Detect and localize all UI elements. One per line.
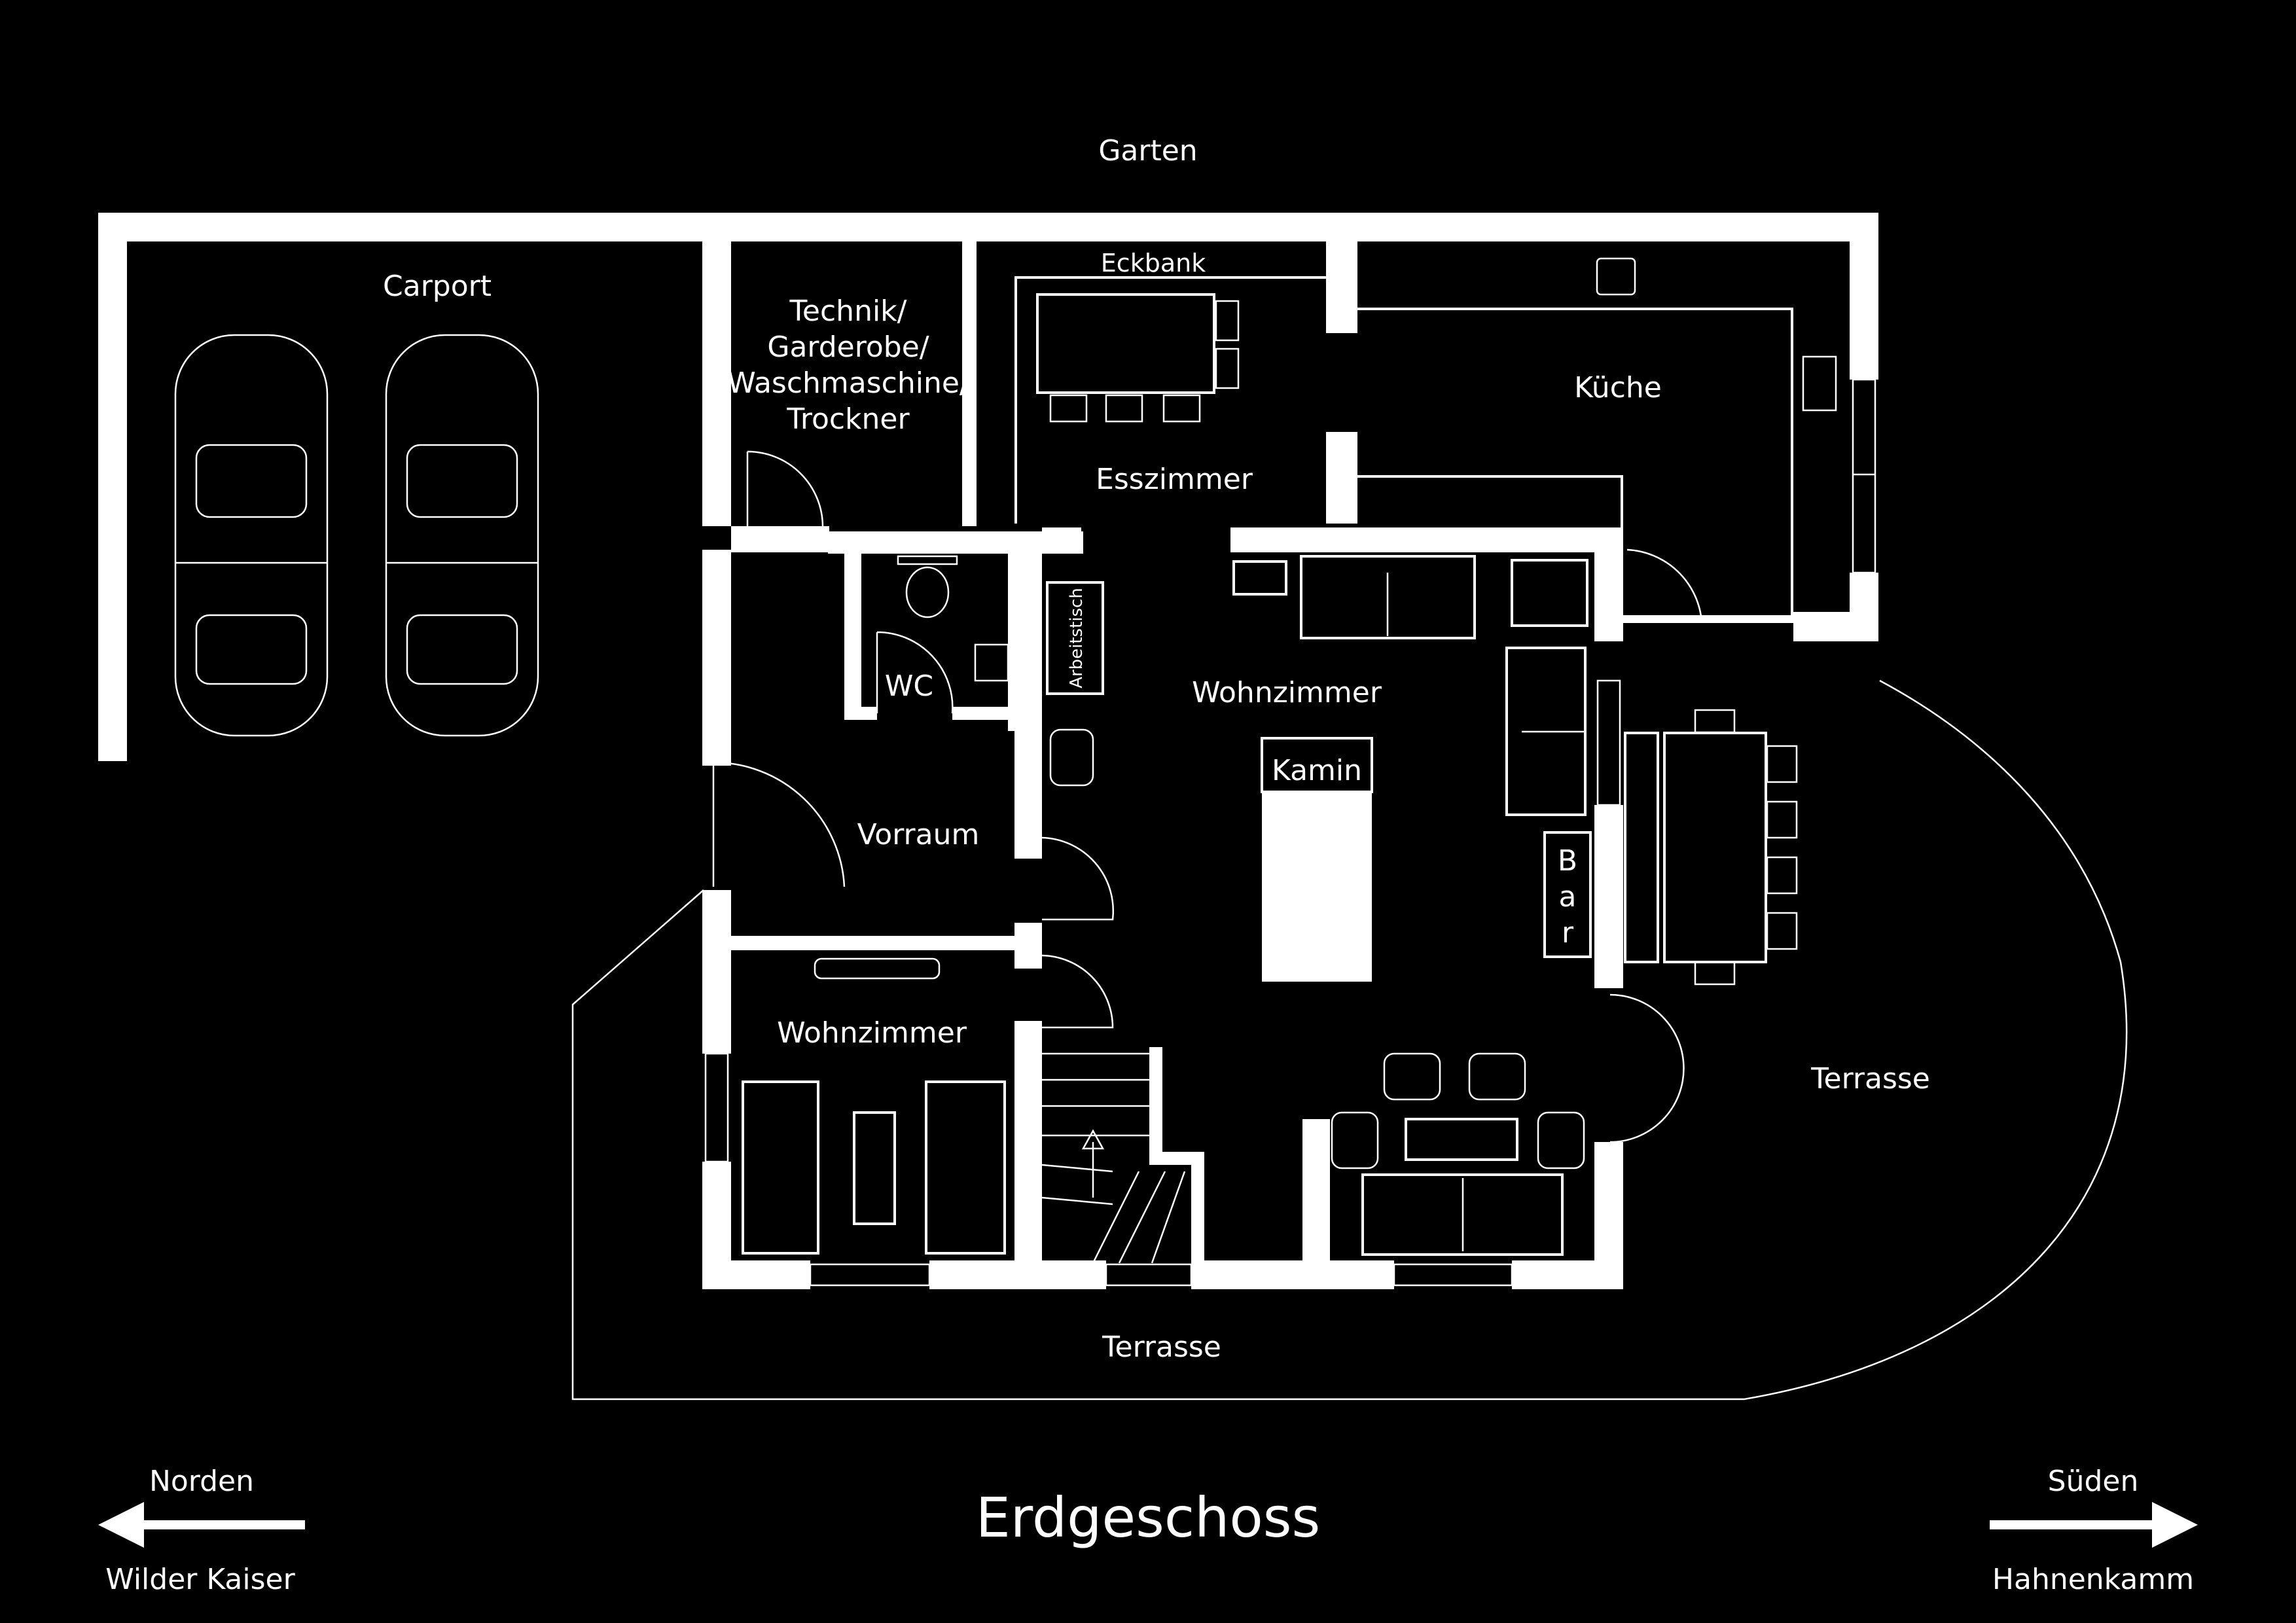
car-left-icon	[174, 334, 329, 737]
north-label: Norden	[149, 1465, 254, 1498]
label-technik-1: Technik/	[789, 294, 907, 328]
label-technik-2: Garderobe/	[767, 330, 929, 364]
floor-title: Erdgeschoss	[976, 1486, 1321, 1550]
label-vestibule: Vorraum	[857, 818, 980, 851]
interior-walls	[731, 241, 1793, 1289]
arrow-right-icon	[1990, 1502, 2198, 1548]
label-terrace-front: Terrasse	[1102, 1330, 1221, 1364]
north-view: Wilder Kaiser	[105, 1563, 295, 1596]
stair-arrow-icon	[1081, 1129, 1105, 1150]
label-bar-1: B	[1558, 844, 1577, 878]
armchair-icon	[1049, 728, 1094, 787]
label-workbench: Arbeitstisch	[1067, 588, 1086, 688]
label-bar-3: r	[1562, 916, 1574, 950]
furniture	[174, 257, 1837, 1256]
label-garden: Garten	[1098, 134, 1197, 168]
label-technik-3: Waschmaschine/	[727, 366, 969, 400]
stove-icon	[1802, 355, 1837, 412]
exterior-walls	[98, 213, 1878, 1289]
label-bar-2: a	[1559, 880, 1577, 914]
room-labels: Garten Carport Technik/ Garderobe/ Wasch…	[383, 134, 1930, 1364]
south-view: Hahnenkamm	[1992, 1563, 2194, 1596]
label-technik-4: Trockner	[786, 402, 910, 436]
compass-south: Süden Hahnenkamm	[1990, 1465, 2198, 1596]
arrow-left-icon	[98, 1502, 305, 1548]
label-wc: WC	[885, 669, 933, 703]
car-right-icon	[385, 334, 539, 737]
label-living-main: Wohnzimmer	[1192, 676, 1382, 709]
staircase	[1041, 1052, 1186, 1264]
label-kitchen: Küche	[1574, 371, 1662, 404]
label-terrace-south: Terrasse	[1810, 1062, 1930, 1096]
terrace-outline	[571, 679, 2128, 1400]
label-eckbank: Eckbank	[1101, 249, 1206, 277]
toilet-icon	[897, 555, 958, 565]
sink-icon	[1596, 257, 1636, 296]
label-living-small: Wohnzimmer	[777, 1016, 967, 1050]
label-carport: Carport	[383, 270, 492, 303]
washbasin-icon	[974, 643, 1009, 682]
label-fireplace: Kamin	[1272, 754, 1362, 787]
compass-north: Norden Wilder Kaiser	[98, 1465, 305, 1596]
doors	[712, 450, 1703, 1143]
south-label: Süden	[2048, 1465, 2139, 1498]
label-dining: Esszimmer	[1096, 463, 1253, 496]
